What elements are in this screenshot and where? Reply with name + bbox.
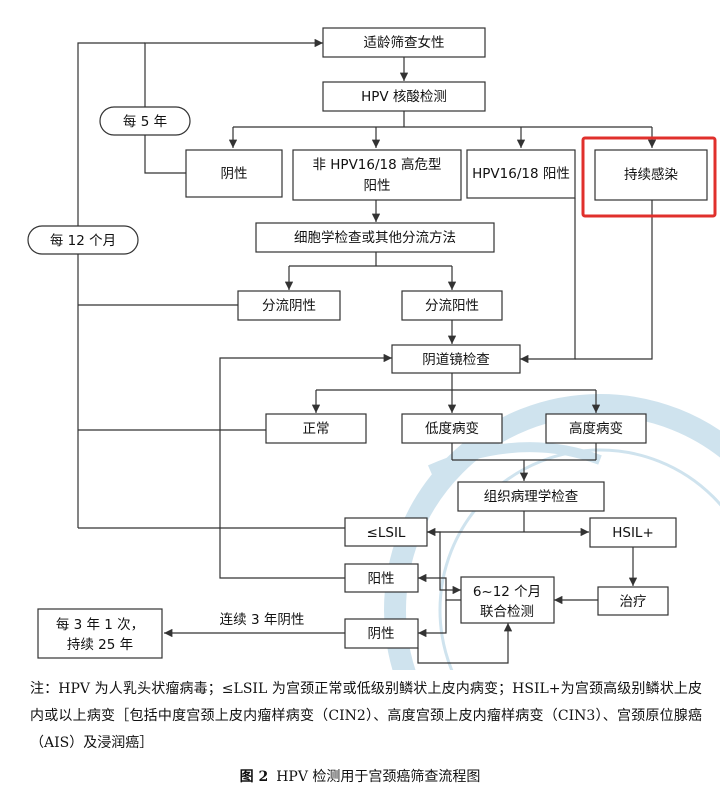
- node-triage-positive-label: 分流阳性: [425, 298, 479, 314]
- node-low-grade: 低度病变: [401, 413, 503, 444]
- figure-caption: 图 2 HPV 检测用于宫颈癌筛查流程图: [0, 766, 720, 786]
- node-persistent-infection-label: 持续感染: [624, 166, 678, 183]
- figure-caption-label: 图 2: [239, 769, 269, 785]
- loop-label-every-5-years: 每 5 年: [99, 106, 191, 136]
- node-cytology: 细胞学检查或其他分流方法: [255, 222, 495, 253]
- node-hsil: HSIL+: [589, 517, 677, 548]
- every-12-months-label: 每 12 个月: [50, 233, 116, 249]
- node-joint-test-label-2: 联合检测: [480, 604, 534, 620]
- node-colposcopy: 阴道镜检查: [391, 344, 521, 374]
- node-non-hpv1618: 非 HPV16/18 高危型 阳性: [292, 149, 462, 201]
- node-lsil-label: ≤LSIL: [367, 525, 406, 541]
- node-negative: 阴性: [185, 149, 283, 198]
- edges: [77, 38, 657, 664]
- node-positive-followup: 阳性: [344, 563, 419, 593]
- node-triage-positive: 分流阳性: [401, 290, 503, 321]
- footnote: 注：HPV 为人乳头状瘤病毒；≤LSIL 为宫颈正常或低级别鳞状上皮内病变；HS…: [30, 681, 702, 751]
- node-lsil: ≤LSIL: [344, 517, 428, 547]
- node-non-hpv1618-label-2: 阳性: [364, 178, 391, 194]
- node-every-3-years-label-2: 持续 25 年: [67, 637, 133, 653]
- node-joint-test-label-1: 6~12 个月: [473, 584, 541, 600]
- node-negative-followup: 阴性: [344, 618, 419, 649]
- edge-label-three-years-negative: 连续 3 年阴性: [220, 612, 305, 628]
- node-normal: 正常: [265, 413, 367, 444]
- node-triage-negative: 分流阴性: [237, 290, 341, 321]
- node-hsil-label: HSIL+: [612, 525, 654, 541]
- node-hpv-test: HPV 核酸检测: [322, 81, 486, 112]
- node-pathology-label: 组织病理学检查: [484, 489, 579, 505]
- flowchart: 适龄筛查女性 HPV 核酸检测 阴性 非 HPV16/18 高危型 阳性 HPV…: [27, 27, 720, 670]
- node-start-label: 适龄筛查女性: [364, 34, 445, 51]
- node-negative-label: 阴性: [221, 166, 248, 182]
- highlight-box: [581, 136, 717, 218]
- node-treatment: 治疗: [597, 586, 669, 616]
- node-pathology: 组织病理学检查: [457, 481, 605, 512]
- node-hpv1618: HPV16/18 阳性: [466, 149, 576, 199]
- loop-label-every-12-months: 每 12 个月: [27, 225, 139, 255]
- node-cytology-label: 细胞学检查或其他分流方法: [294, 230, 456, 246]
- node-high-grade: 高度病变: [545, 413, 647, 444]
- node-joint-test: 6~12 个月 联合检测: [460, 576, 555, 624]
- node-high-grade-label: 高度病变: [569, 420, 623, 437]
- node-non-hpv1618-label-1: 非 HPV16/18 高危型: [312, 156, 441, 173]
- node-every-3-years-label-1: 每 3 年 1 次，: [56, 617, 144, 633]
- node-every-3-years: 每 3 年 1 次， 持续 25 年: [37, 608, 163, 659]
- every-5-years-label: 每 5 年: [123, 114, 167, 130]
- node-negative-followup-label: 阴性: [368, 626, 395, 642]
- node-hpv-test-label: HPV 核酸检测: [361, 89, 447, 105]
- node-colposcopy-label: 阴道镜检查: [422, 352, 490, 368]
- node-persistent-infection: 持续感染: [594, 149, 708, 201]
- node-positive-followup-label: 阳性: [368, 571, 395, 587]
- node-hpv1618-label: HPV16/18 阳性: [472, 166, 570, 182]
- node-start: 适龄筛查女性: [322, 27, 486, 58]
- node-triage-negative-label: 分流阴性: [262, 298, 316, 314]
- node-normal-label: 正常: [303, 421, 330, 437]
- figure-caption-title: HPV 检测用于宫颈癌筛查流程图: [276, 769, 481, 785]
- node-treatment-label: 治疗: [620, 594, 647, 610]
- node-low-grade-label: 低度病变: [425, 421, 479, 437]
